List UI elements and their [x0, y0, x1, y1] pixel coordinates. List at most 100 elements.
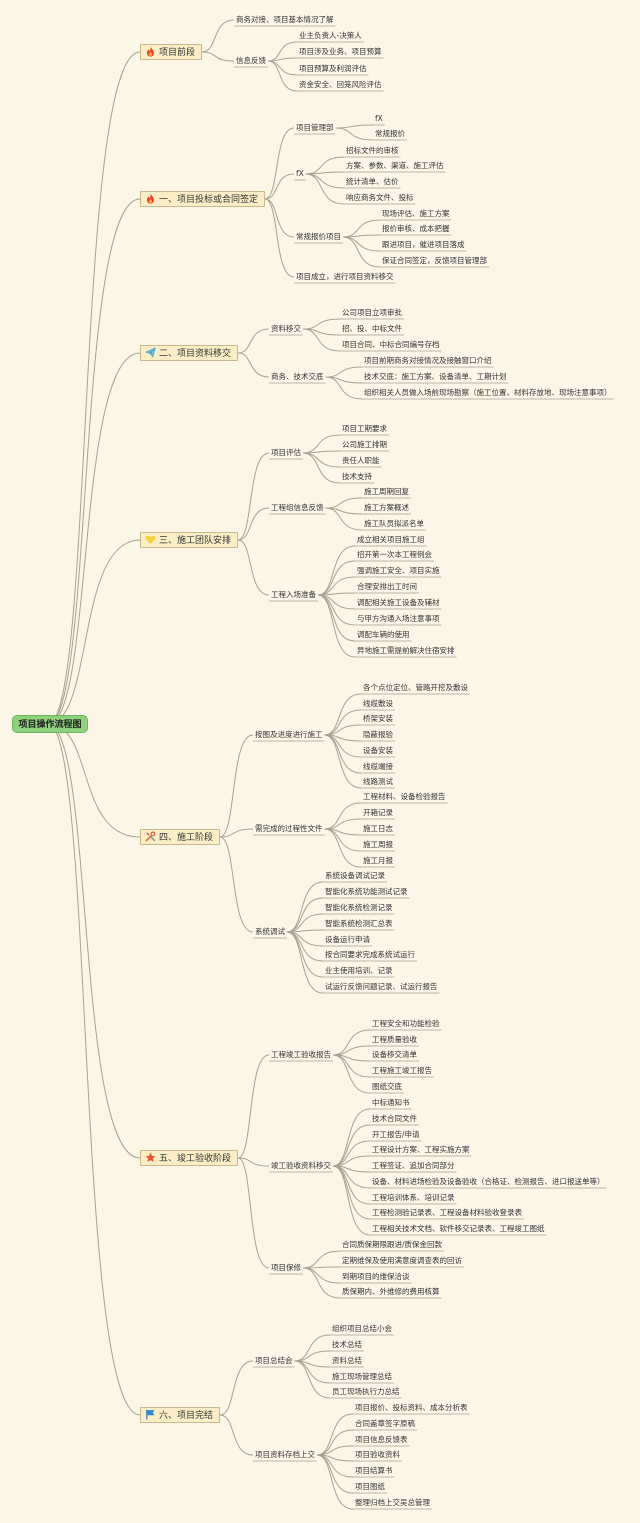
- leaf-node[interactable]: 系统设备调试记录: [325, 871, 385, 880]
- topic-node[interactable]: 项目保修: [271, 1263, 301, 1272]
- topic-node[interactable]: 商务、技术交底: [271, 372, 324, 381]
- leaf-node[interactable]: 项目信息反馈表: [355, 1435, 408, 1444]
- leaf-node[interactable]: 施工方案概述: [364, 503, 409, 512]
- leaf-node[interactable]: 成立相关项目施工组: [357, 535, 425, 544]
- leaf-node[interactable]: 工程签证、追加合同部分: [372, 1161, 455, 1170]
- leaf-node[interactable]: 技术总结: [332, 1340, 362, 1349]
- section-node-0[interactable]: 项目前段: [140, 44, 203, 60]
- leaf-node[interactable]: 质保期内、外维修的费用核算: [342, 1287, 440, 1296]
- leaf-node[interactable]: 合理安排出工时间: [357, 582, 417, 591]
- leaf-node[interactable]: 工程质量验收: [372, 1035, 417, 1044]
- leaf-node[interactable]: 现场评估、施工方案: [382, 209, 450, 218]
- leaf-node[interactable]: 资金安全、回笼风险评估: [299, 80, 382, 89]
- topic-node[interactable]: fX: [296, 169, 304, 178]
- leaf-node[interactable]: 项目预算及利润评估: [299, 64, 367, 73]
- leaf-node[interactable]: 设备移交清单: [372, 1050, 417, 1059]
- leaf-node[interactable]: 常规报价: [375, 129, 405, 138]
- leaf-node[interactable]: 开箱记录: [363, 808, 393, 817]
- topic-node[interactable]: 系统调试: [255, 927, 285, 936]
- topic-node[interactable]: 项目评估: [271, 448, 301, 457]
- topic-node[interactable]: 项目管理部: [296, 123, 334, 132]
- topic-node[interactable]: 工程竣工验收报告: [271, 1050, 331, 1059]
- leaf-node[interactable]: 项目工期要求: [342, 424, 387, 433]
- leaf-node[interactable]: 智能化系统功能测试记录: [325, 887, 408, 896]
- topic-node[interactable]: 竣工验收资料移交: [271, 1161, 331, 1170]
- leaf-node[interactable]: 按合同要求完成系统试运行: [325, 950, 415, 959]
- leaf-node[interactable]: 项目涉及业务、项目预算: [299, 47, 382, 56]
- leaf-node[interactable]: 线缆端接: [363, 762, 393, 771]
- leaf-node[interactable]: 定期维保及使用满意度调查表的回访: [342, 1256, 462, 1265]
- leaf-node[interactable]: 公司项目立项审批: [342, 308, 402, 317]
- leaf-node[interactable]: 试运行反馈问题记录、试运行报告: [325, 982, 438, 991]
- leaf-node[interactable]: 招、投、中标文件: [342, 324, 402, 333]
- leaf-node[interactable]: 设备、材料进场检验及设备验收（合格证、检测报告、进口报送单等）: [372, 1177, 605, 1186]
- section-node-5[interactable]: 五、竣工验收阶段: [140, 1150, 239, 1166]
- topic-node[interactable]: 商务对接、项目基本情况了解: [236, 15, 334, 24]
- topic-node[interactable]: 工程入场准备: [271, 590, 316, 599]
- leaf-node[interactable]: 技术合同文件: [372, 1114, 417, 1123]
- leaf-node[interactable]: 施工月报: [363, 856, 393, 865]
- leaf-node[interactable]: 智能化系统检测记录: [325, 903, 393, 912]
- topic-node[interactable]: 工程组信息反馈: [271, 503, 324, 512]
- leaf-node[interactable]: 桥架安装: [363, 714, 393, 723]
- leaf-node[interactable]: 调配车辆的使用: [357, 630, 410, 639]
- topic-node[interactable]: 需完成的过程性文件: [255, 824, 323, 833]
- leaf-node[interactable]: 施工现场管理总结: [332, 1372, 392, 1381]
- leaf-node[interactable]: 跟进项目，催进项目落成: [382, 240, 465, 249]
- leaf-node[interactable]: 工程安全和功能检验: [372, 1019, 440, 1028]
- leaf-node[interactable]: 项目图纸: [355, 1482, 385, 1491]
- section-node-1[interactable]: 一、项目投标或合同签定: [140, 191, 266, 207]
- leaf-node[interactable]: 组织项目总结小会: [332, 1324, 392, 1333]
- leaf-node[interactable]: 线缆敷设: [363, 699, 393, 708]
- leaf-node[interactable]: 施工队员拟派名单: [364, 519, 424, 528]
- leaf-node[interactable]: 项目结算书: [355, 1466, 393, 1475]
- leaf-node[interactable]: 业主负责人-决策人: [299, 31, 362, 40]
- leaf-node[interactable]: 工程材料、设备检验报告: [363, 792, 446, 801]
- section-node-2[interactable]: 二、项目资料移交: [140, 345, 239, 361]
- leaf-node[interactable]: 项目验收资料: [355, 1450, 400, 1459]
- leaf-node[interactable]: 公司施工排期: [342, 440, 387, 449]
- topic-node[interactable]: 资料移交: [271, 324, 301, 333]
- leaf-node[interactable]: 调配相关施工设备及辅材: [357, 598, 440, 607]
- leaf-node[interactable]: 保证合同签定，反馈项目管理部: [382, 256, 487, 265]
- topic-node[interactable]: 项目总结会: [255, 1356, 293, 1365]
- topic-node[interactable]: 项目成立，进行项目资料移交: [296, 272, 394, 281]
- leaf-node[interactable]: 工程施工竣工报告: [372, 1066, 432, 1075]
- leaf-node[interactable]: 技术支持: [342, 472, 372, 481]
- leaf-node[interactable]: 方案、参数、渠道、施工评估: [346, 161, 444, 170]
- leaf-node[interactable]: 工程相关技术文档、软件移交记录表、工程竣工图纸: [372, 1224, 545, 1233]
- section-node-4[interactable]: 四、施工阶段: [140, 829, 221, 845]
- leaf-node[interactable]: 工程设计方案、工程实施方案: [372, 1145, 470, 1154]
- leaf-node[interactable]: 项目前期商务对接情况及接触窗口介绍: [364, 356, 492, 365]
- section-node-3[interactable]: 三、施工团队安排: [140, 532, 239, 548]
- leaf-node[interactable]: 各个点位定位、管路开挖及敷设: [363, 683, 468, 692]
- leaf-node[interactable]: 施工周期回复: [364, 487, 409, 496]
- leaf-node[interactable]: 与甲方沟通入场注意事项: [357, 614, 440, 623]
- section-node-6[interactable]: 六、项目完结: [140, 1407, 221, 1423]
- leaf-node[interactable]: fX: [375, 114, 383, 123]
- leaf-node[interactable]: 异地施工需提前解决住宿安排: [357, 646, 455, 655]
- leaf-node[interactable]: 设备运行申请: [325, 935, 370, 944]
- leaf-node[interactable]: 工程培训体系、培训记录: [372, 1193, 455, 1202]
- leaf-node[interactable]: 整理归档上交吴总管理: [355, 1498, 430, 1507]
- leaf-node[interactable]: 施工周报: [363, 840, 393, 849]
- leaf-node[interactable]: 合同盖章签字原稿: [355, 1419, 415, 1428]
- leaf-node[interactable]: 响应商务文件、投标: [346, 193, 414, 202]
- leaf-node[interactable]: 招标文件的审核: [346, 146, 399, 155]
- leaf-node[interactable]: 开工报告/申请: [372, 1130, 420, 1139]
- leaf-node[interactable]: 图纸交底: [372, 1082, 402, 1091]
- leaf-node[interactable]: 项目报价、投标资料、成本分析表: [355, 1403, 468, 1412]
- leaf-node[interactable]: 设备安装: [363, 746, 393, 755]
- leaf-node[interactable]: 资料总结: [332, 1356, 362, 1365]
- leaf-node[interactable]: 责任人职能: [342, 456, 380, 465]
- leaf-node[interactable]: 到期项目的维保洽谈: [342, 1272, 410, 1281]
- leaf-node[interactable]: 技术交底：施工方案、设备清单、工期计划: [364, 372, 507, 381]
- leaf-node[interactable]: 招开第一次本工程例会: [357, 550, 432, 559]
- leaf-node[interactable]: 业主使用培训、记录: [325, 966, 393, 975]
- leaf-node[interactable]: 报价审核、成本把握: [382, 224, 450, 233]
- leaf-node[interactable]: 强调施工安全、项目实施: [357, 566, 440, 575]
- root-node[interactable]: 项目操作流程图: [12, 715, 88, 733]
- leaf-node[interactable]: 合同质保期限跟进/质保金回款: [342, 1240, 443, 1249]
- leaf-node[interactable]: 施工日志: [363, 824, 393, 833]
- leaf-node[interactable]: 统计清单、估价: [346, 177, 399, 186]
